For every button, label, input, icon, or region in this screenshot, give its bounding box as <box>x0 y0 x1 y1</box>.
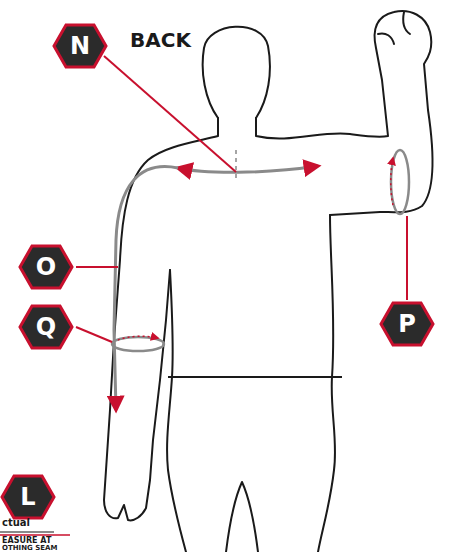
callout-badge: N <box>52 23 108 69</box>
hexagon-outline <box>20 306 72 348</box>
callout-letter: P <box>398 312 416 336</box>
callout-letter: L <box>20 485 35 509</box>
note-text: ctual <box>2 518 30 528</box>
callout-badge: L <box>0 474 56 520</box>
hexagon-outline <box>2 476 54 518</box>
view-title: BACK <box>130 30 191 50</box>
note-text: OTHING SEAM <box>2 545 57 552</box>
callout-letter: O <box>36 255 56 279</box>
hexagon-outline <box>20 246 72 288</box>
callout-badge: O <box>18 244 74 290</box>
hexagon-outline <box>381 303 433 345</box>
callout-badge: P <box>379 301 435 347</box>
callout-letter: N <box>70 34 90 58</box>
callout-badge: Q <box>18 304 74 350</box>
hexagon-outline <box>54 25 106 67</box>
callout-letter: Q <box>36 315 56 339</box>
note-text: EASURE AT <box>2 537 51 545</box>
